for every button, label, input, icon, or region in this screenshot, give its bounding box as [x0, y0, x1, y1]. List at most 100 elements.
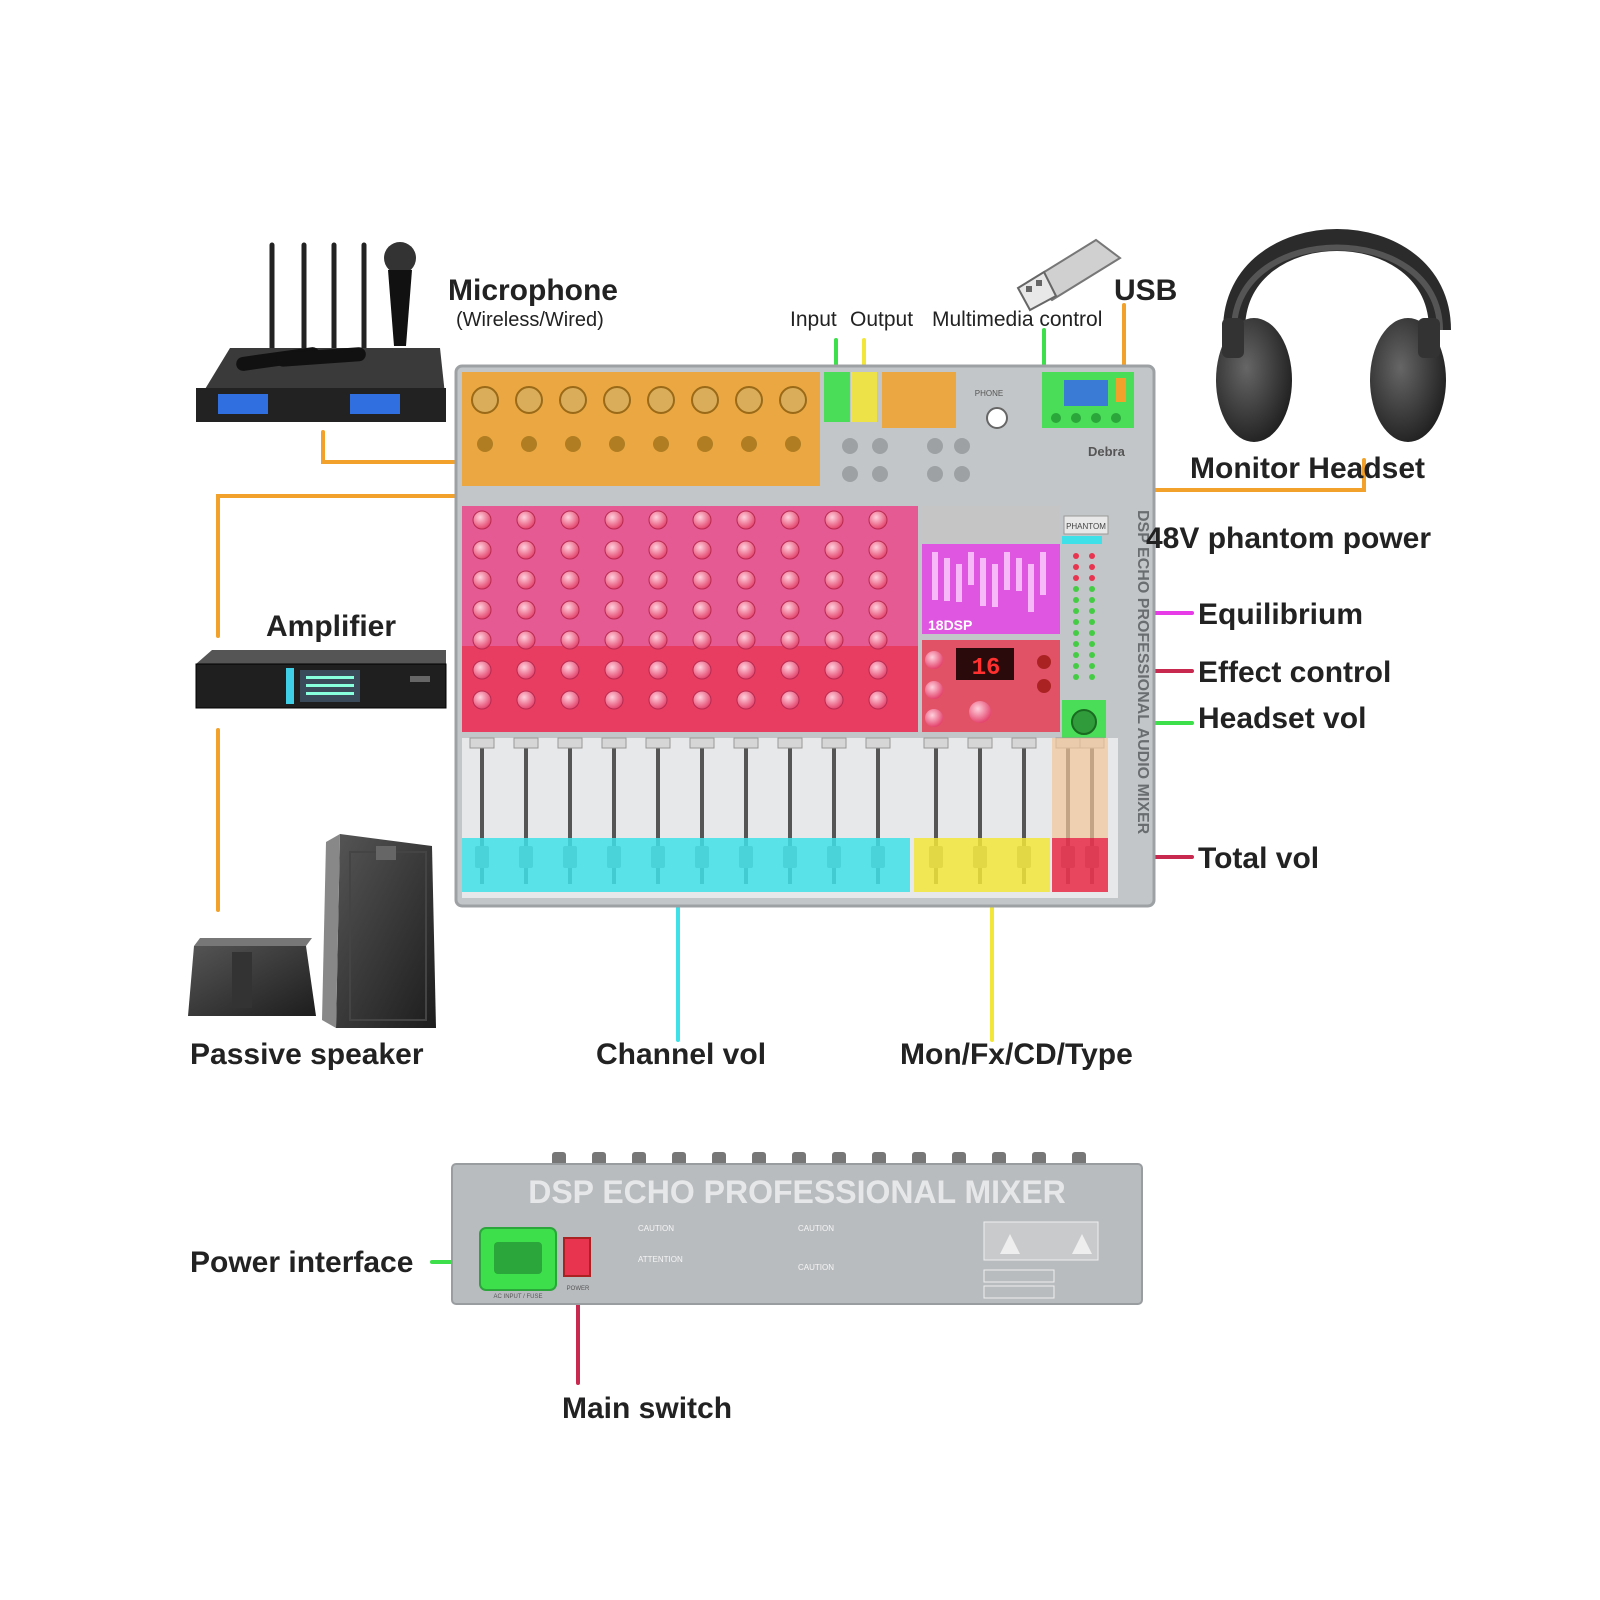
channel-knob — [780, 570, 800, 590]
channel-knob — [736, 510, 756, 530]
rear-top-controls — [552, 1152, 1086, 1166]
channel-knob — [780, 510, 800, 530]
caution-label-3: CAUTION — [798, 1263, 834, 1272]
channel-knob — [824, 510, 844, 530]
channel-knob — [824, 570, 844, 590]
label-main-switch: Main switch — [562, 1392, 732, 1425]
mixer-rear-view: DSP ECHO PROFESSIONAL MIXER AC INPUT / F… — [451, 1152, 1143, 1305]
channel-knob — [692, 660, 712, 680]
channel-knob — [604, 630, 624, 650]
channel-knob — [868, 660, 888, 680]
channel-knob — [472, 630, 492, 650]
phantom-switch — [1063, 515, 1109, 535]
callout-labels: Microphone (Wireless/Wired) Input Output… — [190, 274, 1431, 1425]
mic-input-jacks — [462, 372, 820, 486]
channel-knob — [824, 630, 844, 650]
channel-knob — [780, 660, 800, 680]
phone-label: PHONE — [975, 389, 1003, 398]
channel-knob — [868, 540, 888, 560]
phantom-label: PHANTOM — [1066, 522, 1106, 531]
usb-drive-icon — [1016, 238, 1122, 312]
label-effect-control: Effect control — [1198, 656, 1391, 689]
channel-knob — [824, 690, 844, 710]
channel-knob — [868, 690, 888, 710]
channel-knob — [868, 630, 888, 650]
channel-knob — [648, 690, 668, 710]
label-usb: USB — [1114, 274, 1177, 307]
channel-knobs — [472, 510, 888, 710]
channel-knob — [780, 630, 800, 650]
dsp-badge: 18DSP — [928, 617, 972, 633]
label-output: Output — [850, 308, 913, 331]
label-channel-vol: Channel vol — [596, 1038, 766, 1071]
label-multimedia-control: Multimedia control — [932, 308, 1102, 331]
channel-knob — [604, 570, 624, 590]
usb-slot — [1116, 378, 1126, 402]
channel-knob — [824, 600, 844, 620]
channel-knob — [516, 660, 536, 680]
channel-knob — [736, 600, 756, 620]
channel-knob — [604, 510, 624, 530]
channel-knob — [604, 690, 624, 710]
channel-knob — [604, 540, 624, 560]
channel-knob — [868, 600, 888, 620]
channel-knob — [736, 630, 756, 650]
channel-knob — [780, 540, 800, 560]
channel-knob — [516, 570, 536, 590]
label-input: Input — [790, 308, 837, 331]
channel-knob — [516, 630, 536, 650]
channel-knob — [516, 690, 536, 710]
channel-knob — [472, 600, 492, 620]
label-monitor-headset: Monitor Headset — [1190, 452, 1425, 485]
channel-knob — [868, 510, 888, 530]
microphone-receiver-icon — [196, 242, 446, 422]
channel-knob — [648, 540, 668, 560]
main-fader-caps — [1052, 838, 1108, 892]
channel-knob — [736, 540, 756, 560]
ac-input-label: AC INPUT / FUSE — [494, 1294, 543, 1300]
main-power-switch — [563, 1237, 591, 1277]
main-out-jacks — [882, 372, 956, 428]
channel-knob — [560, 510, 580, 530]
label-total-vol: Total vol — [1198, 842, 1319, 875]
label-passive-speaker: Passive speaker — [190, 1038, 424, 1071]
mixer-top-view: PHONE Debra 18DSP 16 PHANTOM DSP ECHO PR — [454, 364, 1156, 908]
channel-knob — [472, 660, 492, 680]
caution-label-1: CAUTION — [638, 1224, 674, 1233]
rear-title: DSP ECHO PROFESSIONAL MIXER — [528, 1174, 1066, 1210]
channel-knob — [692, 600, 712, 620]
label-phantom-power: 48V phantom power — [1146, 522, 1431, 555]
mixer-side-text: DSP ECHO PROFESSIONAL AUDIO MIXER — [1134, 510, 1151, 835]
caution-label-2: CAUTION — [798, 1224, 834, 1233]
rca-output — [851, 372, 877, 422]
label-power-interface: Power interface — [190, 1246, 413, 1279]
channel-knob — [560, 630, 580, 650]
effect-display — [956, 648, 1014, 680]
xlr-jacks — [471, 386, 807, 414]
channel-knob — [648, 570, 668, 590]
rca-input — [824, 372, 850, 422]
mixer-brand: Debra — [1088, 444, 1126, 459]
channel-knob — [560, 570, 580, 590]
label-microphone-sub: (Wireless/Wired) — [456, 309, 604, 331]
channel-knob — [736, 690, 756, 710]
channel-knob — [560, 540, 580, 560]
channel-knob — [692, 570, 712, 590]
channel-knob — [472, 540, 492, 560]
channel-knob — [692, 690, 712, 710]
channel-knob — [560, 660, 580, 680]
channel-knob — [824, 540, 844, 560]
channel-aux-area — [462, 646, 918, 732]
channel-knob — [780, 690, 800, 710]
label-microphone: Microphone — [448, 274, 618, 307]
channel-knob — [560, 690, 580, 710]
phone-jack — [986, 407, 1008, 429]
line-jacks — [477, 436, 801, 452]
channel-knob — [516, 540, 536, 560]
headphones-icon — [1216, 229, 1451, 442]
channel-knob — [648, 600, 668, 620]
rear-panel — [451, 1163, 1143, 1305]
channel-knob — [736, 570, 756, 590]
channel-knob — [692, 510, 712, 530]
